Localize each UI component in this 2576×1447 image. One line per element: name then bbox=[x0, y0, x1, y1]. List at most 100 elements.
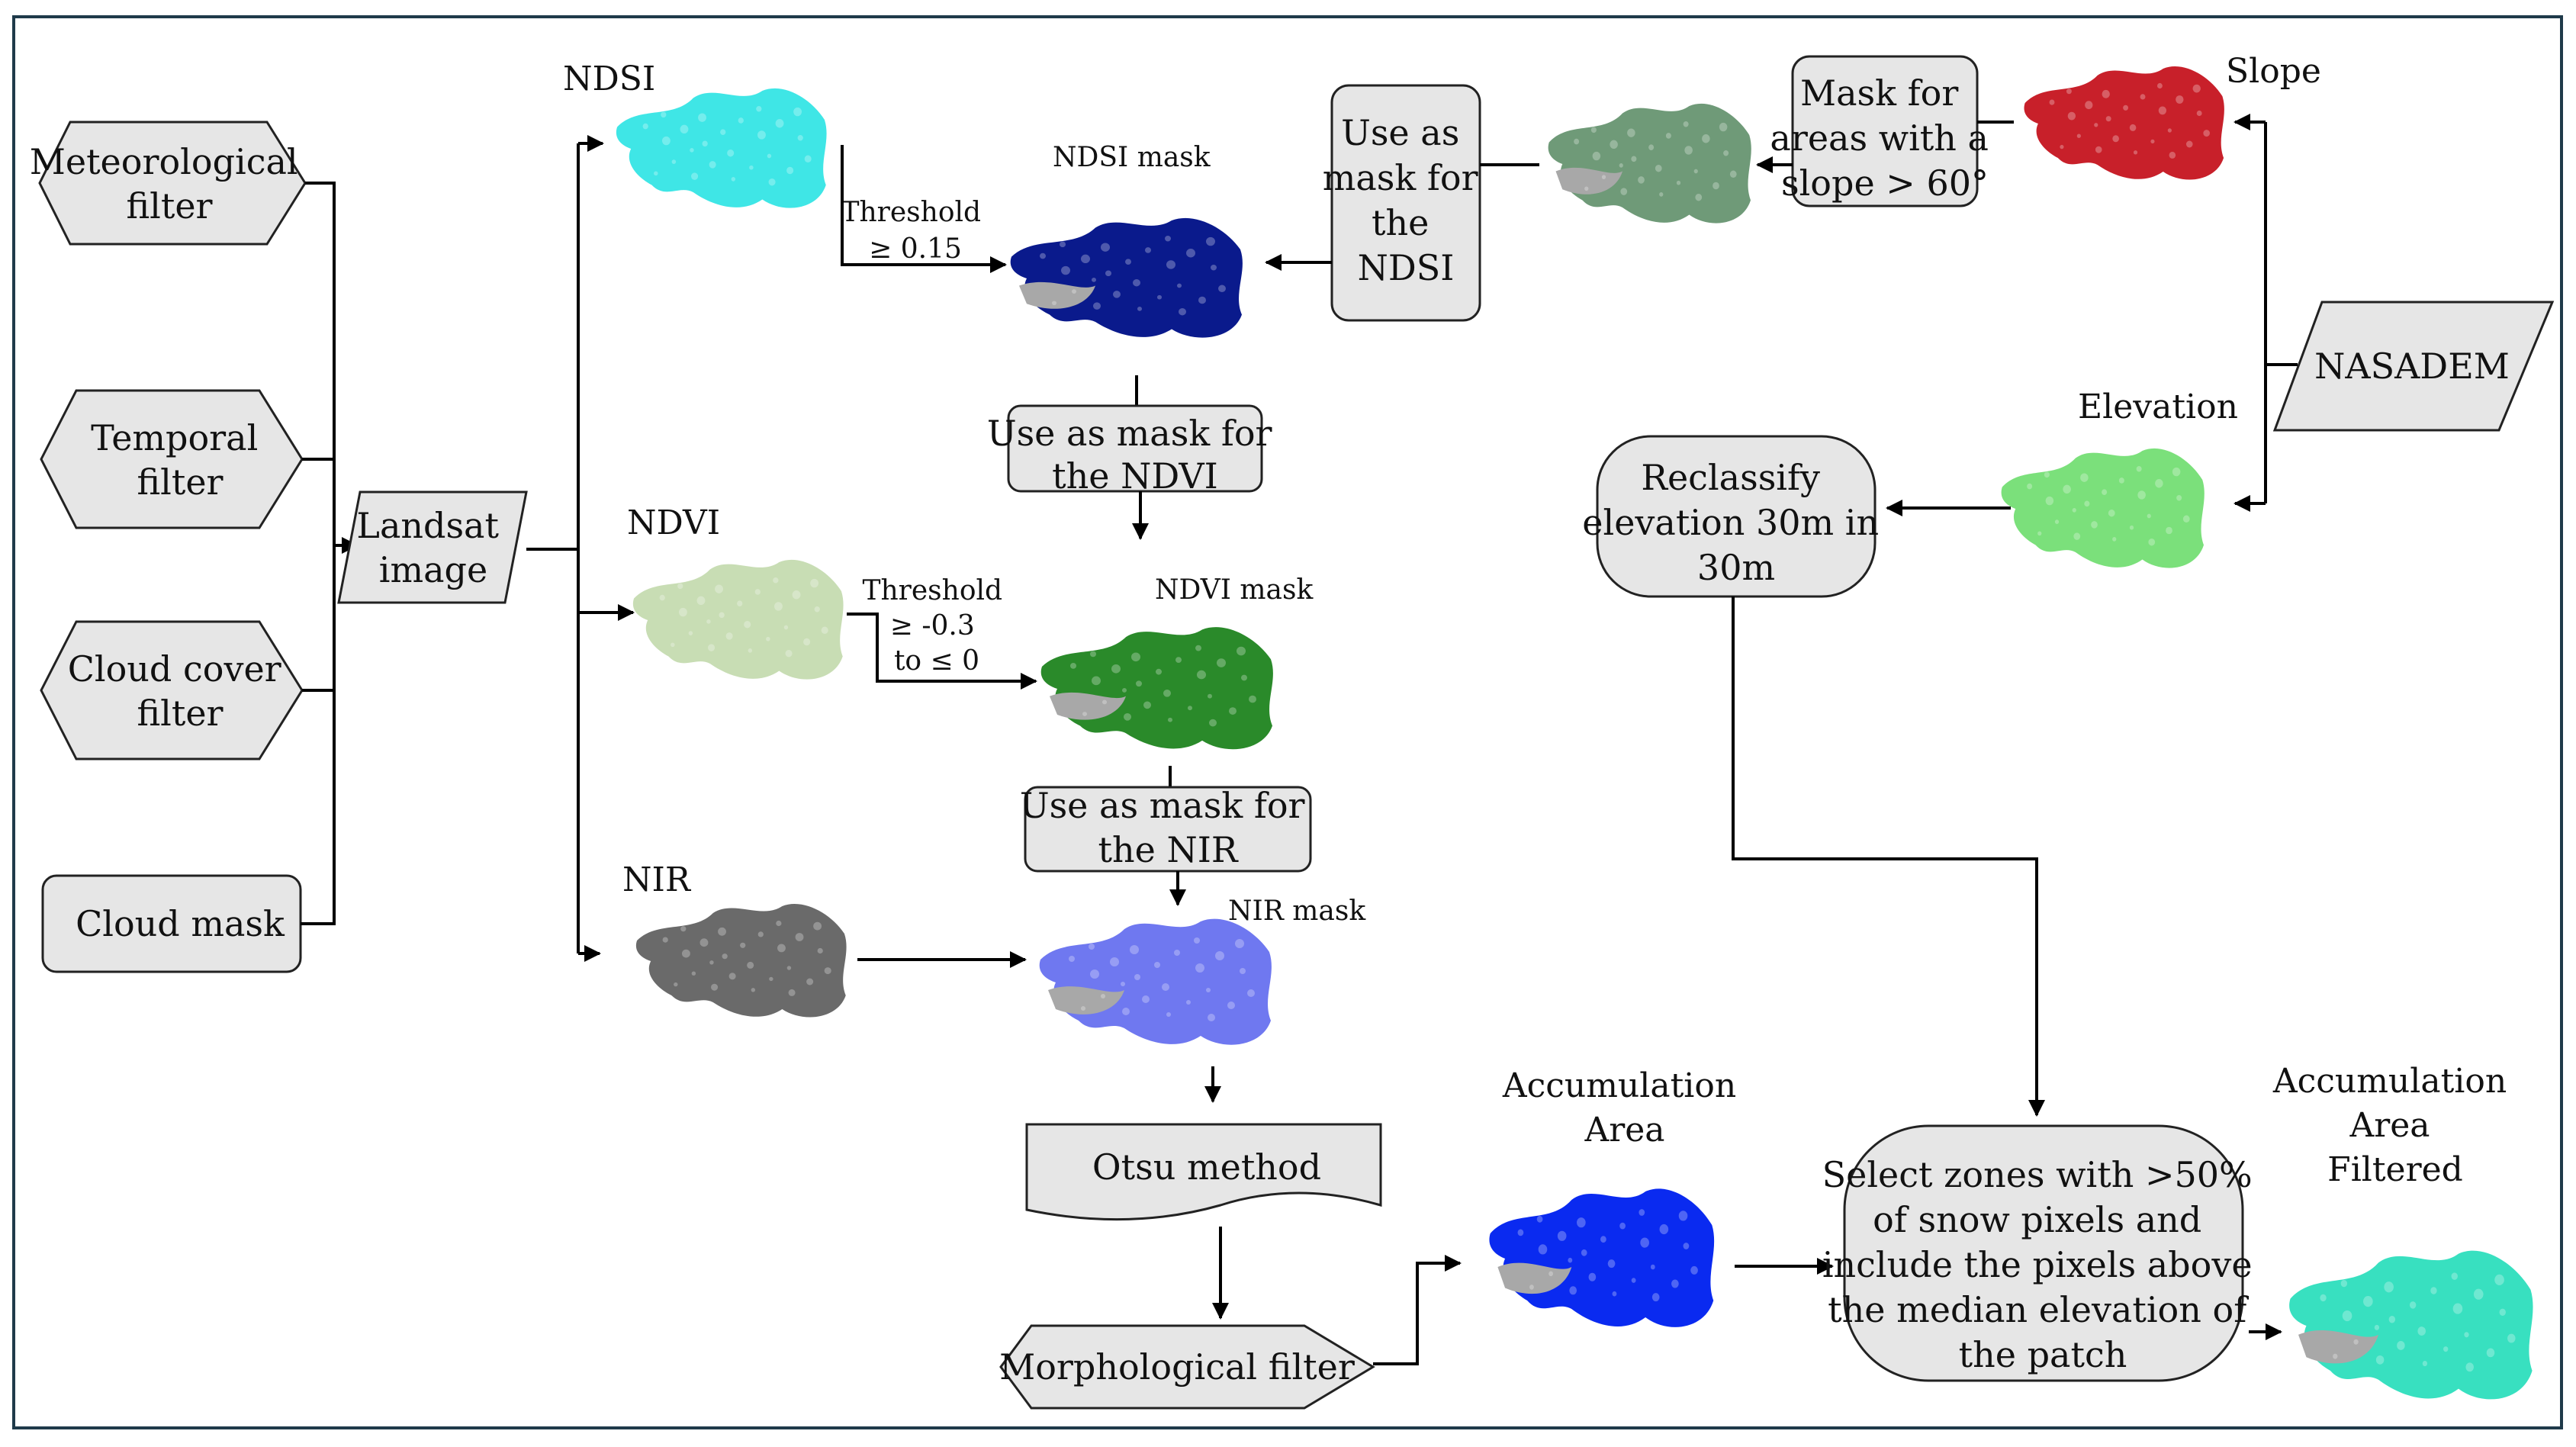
nir-image-speck bbox=[806, 978, 814, 986]
ndsi-mask-image-speck bbox=[1206, 236, 1215, 246]
accumulation-area-image-speck bbox=[1651, 1293, 1660, 1302]
svg-text:Temporal filter: Temporal filter bbox=[91, 417, 269, 503]
accumulation-filtered-image-fill bbox=[2289, 1250, 2533, 1400]
elevation-image-speck bbox=[2037, 531, 2042, 536]
nir-image-speck bbox=[777, 944, 786, 953]
nir-mask-image-speck bbox=[1154, 962, 1160, 968]
nir-image-speck bbox=[795, 933, 804, 941]
ndvi-image-speck bbox=[814, 606, 820, 613]
morph-label: Morphological filter bbox=[999, 1346, 1355, 1388]
ndsi-mask-image-speck bbox=[1032, 233, 1037, 237]
ndvi-image-speck bbox=[785, 649, 793, 658]
svg-text:Reclassify elevation 30m: Reclassify elevation 30m in 30m bbox=[1582, 457, 1889, 588]
nir-mask-image-speck bbox=[1081, 1006, 1085, 1011]
slope-image-speck bbox=[2176, 95, 2184, 104]
accumulation-filtered-image-speck bbox=[2417, 1326, 2426, 1336]
ndsi-mask-image-speck bbox=[1179, 307, 1186, 316]
ndvi-image-speck bbox=[659, 594, 665, 601]
ndvi-mask-image-speck bbox=[1102, 699, 1107, 705]
svg-text:Mask for areas with a: Mask for areas with a slope > 60° bbox=[1770, 72, 1999, 204]
ndvi-mask-image-speck bbox=[1229, 707, 1237, 715]
nir-mask-image bbox=[1039, 918, 1272, 1045]
slope-image-speck bbox=[2167, 128, 2172, 133]
ndsi-image-speck bbox=[797, 134, 803, 141]
nir-image-speck bbox=[711, 983, 719, 991]
nir-mask-image-speck bbox=[1134, 974, 1140, 980]
reclassify-line-1: Reclassify bbox=[1641, 457, 1820, 498]
accumulation-area-image bbox=[1489, 1188, 1715, 1327]
slope-caption: Slope bbox=[2226, 52, 2321, 91]
elevation-image-speck bbox=[2020, 463, 2024, 468]
nir-mask-image-speck bbox=[1130, 945, 1139, 954]
ndsi-image-speck bbox=[793, 107, 802, 117]
ndsi-mask-image-speck bbox=[1113, 291, 1121, 298]
accumulation-area-image-fill bbox=[1489, 1188, 1715, 1327]
ndvi-image-speck bbox=[803, 638, 811, 646]
nir-image-speck bbox=[680, 926, 687, 932]
ndsi-mask-image-fill bbox=[1010, 217, 1243, 338]
accumulation-filtered-image-speck bbox=[2507, 1333, 2516, 1343]
nir-mask-image-speck bbox=[1206, 988, 1211, 992]
ndsi-mask-image-speck bbox=[1145, 247, 1151, 253]
accumulation-area-image-speck bbox=[1517, 1229, 1524, 1236]
ndsi-image-speck bbox=[749, 165, 754, 170]
ndvi-mask-image-speck bbox=[1156, 668, 1162, 675]
accumulation-filtered-image-speck bbox=[2374, 1324, 2380, 1330]
accumulation-filtered-image bbox=[2289, 1250, 2533, 1400]
accumulation-area-image-speck bbox=[1548, 1271, 1554, 1277]
ndvi-mask-image-speck bbox=[1070, 663, 1076, 669]
slope-image-speck bbox=[2085, 101, 2093, 110]
elevation-image-speck bbox=[2118, 478, 2124, 484]
nir-image-speck bbox=[817, 947, 823, 954]
accumulation-area-image-speck bbox=[1671, 1279, 1679, 1288]
ndvi-to-mask-arrow bbox=[847, 613, 1037, 690]
slope-image-speck bbox=[2150, 139, 2155, 144]
meteorological-filter-line-1: Meteorological bbox=[30, 141, 298, 182]
nir-mask-image-speck bbox=[1069, 956, 1075, 962]
nir-image-speck bbox=[674, 982, 678, 987]
svg-text:Use as mask for th: Use as mask for the NDSI bbox=[1323, 112, 1489, 288]
ndvi-image-speck bbox=[671, 642, 675, 648]
ndvi-mask-image-speck bbox=[1090, 651, 1096, 658]
ndvi-image-speck bbox=[696, 596, 706, 606]
nir-mask-image-speck bbox=[1215, 951, 1224, 960]
accumulation-area-image-speck bbox=[1690, 1265, 1698, 1275]
nir-mask-image-speck bbox=[1195, 963, 1204, 973]
slope-image-speck bbox=[2123, 105, 2129, 111]
ndsi-mask-image-speck bbox=[1165, 235, 1171, 242]
nir-mask-image-unselected-area bbox=[1048, 986, 1124, 1015]
accumulation-filtered-image-speck bbox=[2363, 1296, 2373, 1307]
elevation-image-speck bbox=[2112, 537, 2117, 542]
svg-text:Cloud cover filter: Cloud cover filter bbox=[68, 648, 293, 734]
accumulation-area-image-speck bbox=[1607, 1259, 1616, 1269]
dem-mask-image-speck bbox=[1638, 176, 1645, 184]
select-zones-line-4: the median elevation of bbox=[1828, 1289, 2249, 1330]
slope-image-speck bbox=[2049, 99, 2055, 105]
use-mask-nir-line-1: Use as mask for bbox=[1020, 785, 1305, 826]
nir-mask-image-speck bbox=[1227, 1002, 1235, 1009]
ndsi-threshold-label: Threshold ≥ 0.15 bbox=[841, 197, 989, 265]
morph-to-accumulation-arrow bbox=[1373, 1255, 1462, 1365]
ndvi-mask-image-speck bbox=[1143, 701, 1151, 709]
accumulation-area-image-speck bbox=[1581, 1249, 1587, 1256]
slope-image-speck bbox=[2196, 110, 2202, 117]
ndsi-image-speck bbox=[757, 130, 766, 140]
accumulation-area-image-speck bbox=[1577, 1217, 1586, 1228]
nir-caption: NIR bbox=[622, 860, 692, 899]
ndsi-image-speck bbox=[661, 136, 671, 146]
dem-mask-image-speck bbox=[1723, 150, 1729, 156]
ndsi-image-speck bbox=[727, 149, 735, 157]
accumulation-filtered-image-speck bbox=[2443, 1346, 2449, 1352]
nir-image-speck bbox=[813, 921, 822, 931]
elevation-image-speck bbox=[2166, 526, 2172, 535]
accumulation-filtered-image-speck bbox=[2494, 1274, 2504, 1285]
slope-image-speck bbox=[2066, 88, 2072, 95]
elevation-image-speck bbox=[2148, 538, 2156, 546]
ndvi-mask-caption: NDVI mask bbox=[1155, 574, 1314, 606]
dem-mask-image-speck bbox=[1590, 127, 1597, 133]
accumulation-filtered-image-speck bbox=[2464, 1332, 2469, 1338]
accumulation-area-image-speck bbox=[1659, 1224, 1669, 1235]
mask-slope-line-2: areas with a bbox=[1770, 117, 1989, 159]
accumulation-filtered-image-speck bbox=[2409, 1301, 2417, 1309]
